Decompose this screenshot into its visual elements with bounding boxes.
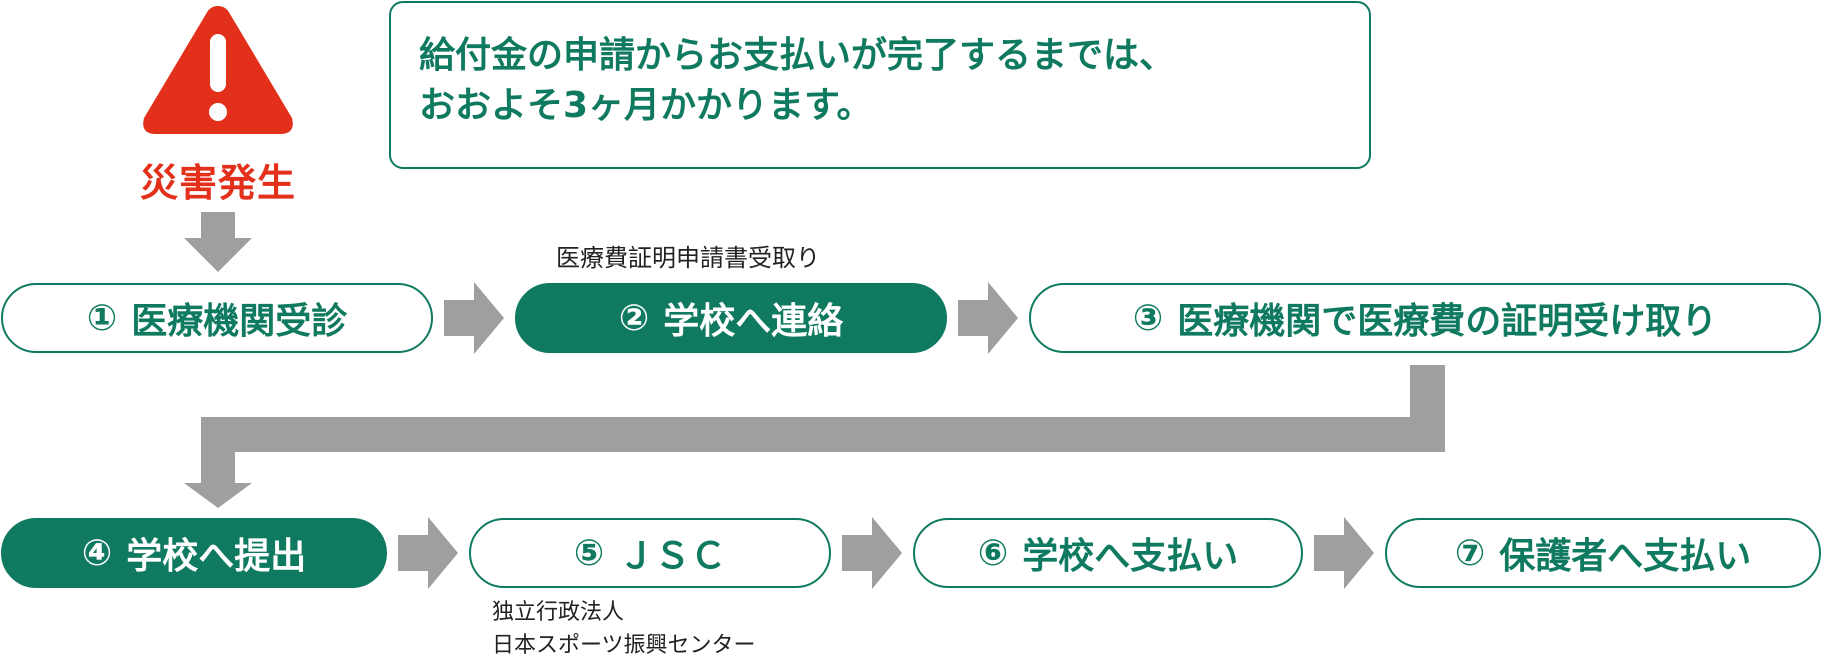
step-number: ③ bbox=[1132, 297, 1164, 339]
step-6-pay-school: ⑥ 学校へ支払い bbox=[913, 518, 1303, 588]
warning-triangle-icon bbox=[143, 6, 293, 134]
step-number: ④ bbox=[81, 532, 113, 574]
step-5-jsc: ⑤ ＪＳＣ bbox=[469, 518, 831, 588]
step-label: 学校へ支払い bbox=[1022, 536, 1239, 577]
step-5-note: 独立行政法人 日本スポーツ振興センター bbox=[492, 596, 756, 662]
step-5-note-line-2: 日本スポーツ振興センター bbox=[492, 633, 756, 658]
step-label: 医療機関受診 bbox=[131, 301, 348, 342]
step-5-note-line-1: 独立行政法人 bbox=[492, 600, 625, 625]
step-7-pay-guardian: ⑦ 保護者へ支払い bbox=[1385, 518, 1821, 588]
notice-line-1: 給付金の申請からお支払いが完了するまでは、 bbox=[419, 35, 1176, 76]
notice-box: 給付金の申請からお支払いが完了するまでは、 おおよそ3ヶ月かかります。 bbox=[389, 1, 1371, 169]
step-2-contact-school: ② 学校へ連絡 bbox=[515, 283, 947, 353]
arrow-right-6-7 bbox=[1314, 517, 1374, 589]
disaster-occurrence-label: 災害発生 bbox=[139, 161, 296, 205]
step-label: 学校へ提出 bbox=[126, 536, 307, 577]
arrow-connector-3-4 bbox=[184, 365, 1445, 508]
step-label: 保護者へ支払い bbox=[1499, 536, 1752, 577]
step-number: ⑤ bbox=[573, 532, 605, 574]
notice-line-2: おおよそ3ヶ月かかります。 bbox=[419, 85, 873, 126]
arrow-right-1-2 bbox=[444, 282, 504, 354]
arrow-down-disaster bbox=[184, 212, 252, 272]
step-3-receive-certificate: ③ 医療機関で医療費の証明受け取り bbox=[1029, 283, 1821, 353]
step-number: ⑥ bbox=[977, 532, 1009, 574]
arrow-right-2-3 bbox=[958, 282, 1018, 354]
step-4-submit-to-school: ④ 学校へ提出 bbox=[1, 518, 387, 588]
step-label: 学校へ連絡 bbox=[663, 301, 844, 342]
step-1-medical-visit: ① 医療機関受診 bbox=[1, 283, 433, 353]
step-2-caption: 医療費証明申請書受取り bbox=[556, 244, 820, 272]
arrow-right-5-6 bbox=[842, 517, 902, 589]
arrow-right-4-5 bbox=[398, 517, 458, 589]
step-number: ① bbox=[86, 297, 118, 339]
step-number: ② bbox=[618, 297, 650, 339]
step-label: ＪＳＣ bbox=[618, 536, 727, 577]
step-number: ⑦ bbox=[1454, 532, 1486, 574]
step-label: 医療機関で医療費の証明受け取り bbox=[1177, 301, 1718, 342]
